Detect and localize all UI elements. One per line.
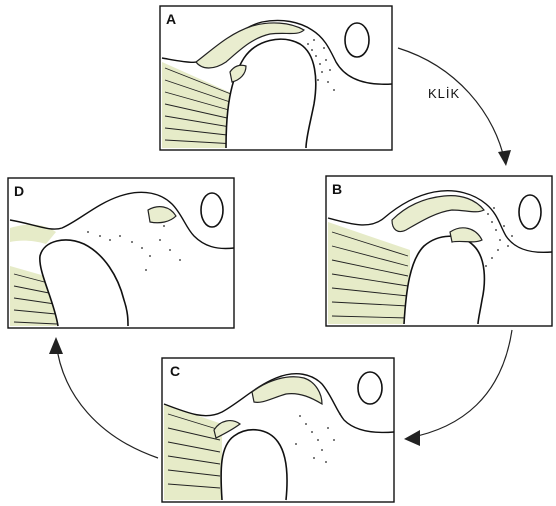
arrow-a-to-b bbox=[398, 48, 505, 162]
panel-b-label: B bbox=[332, 181, 342, 197]
arrow-b-to-c-head bbox=[404, 430, 420, 446]
panel-d-ear-canal bbox=[201, 193, 223, 227]
klik-label: KLİK bbox=[428, 86, 460, 101]
panel-d: D bbox=[8, 178, 234, 328]
panel-c: C bbox=[162, 358, 394, 502]
panel-a: A bbox=[160, 6, 392, 150]
panel-c-ear-canal bbox=[358, 372, 382, 404]
panel-c-label: C bbox=[170, 363, 180, 379]
panel-b-ear-canal bbox=[519, 195, 541, 229]
panel-c-condyle bbox=[221, 430, 287, 500]
panel-a-ear-canal bbox=[345, 23, 369, 57]
arrow-c-to-d bbox=[56, 342, 158, 458]
panel-d-label: D bbox=[14, 183, 24, 199]
arrow-a-to-b-head bbox=[498, 150, 511, 166]
panel-a-label: A bbox=[166, 11, 176, 27]
arrow-c-to-d-head bbox=[49, 337, 63, 354]
panel-b: B bbox=[326, 176, 552, 326]
arrow-b-to-c bbox=[408, 330, 512, 438]
